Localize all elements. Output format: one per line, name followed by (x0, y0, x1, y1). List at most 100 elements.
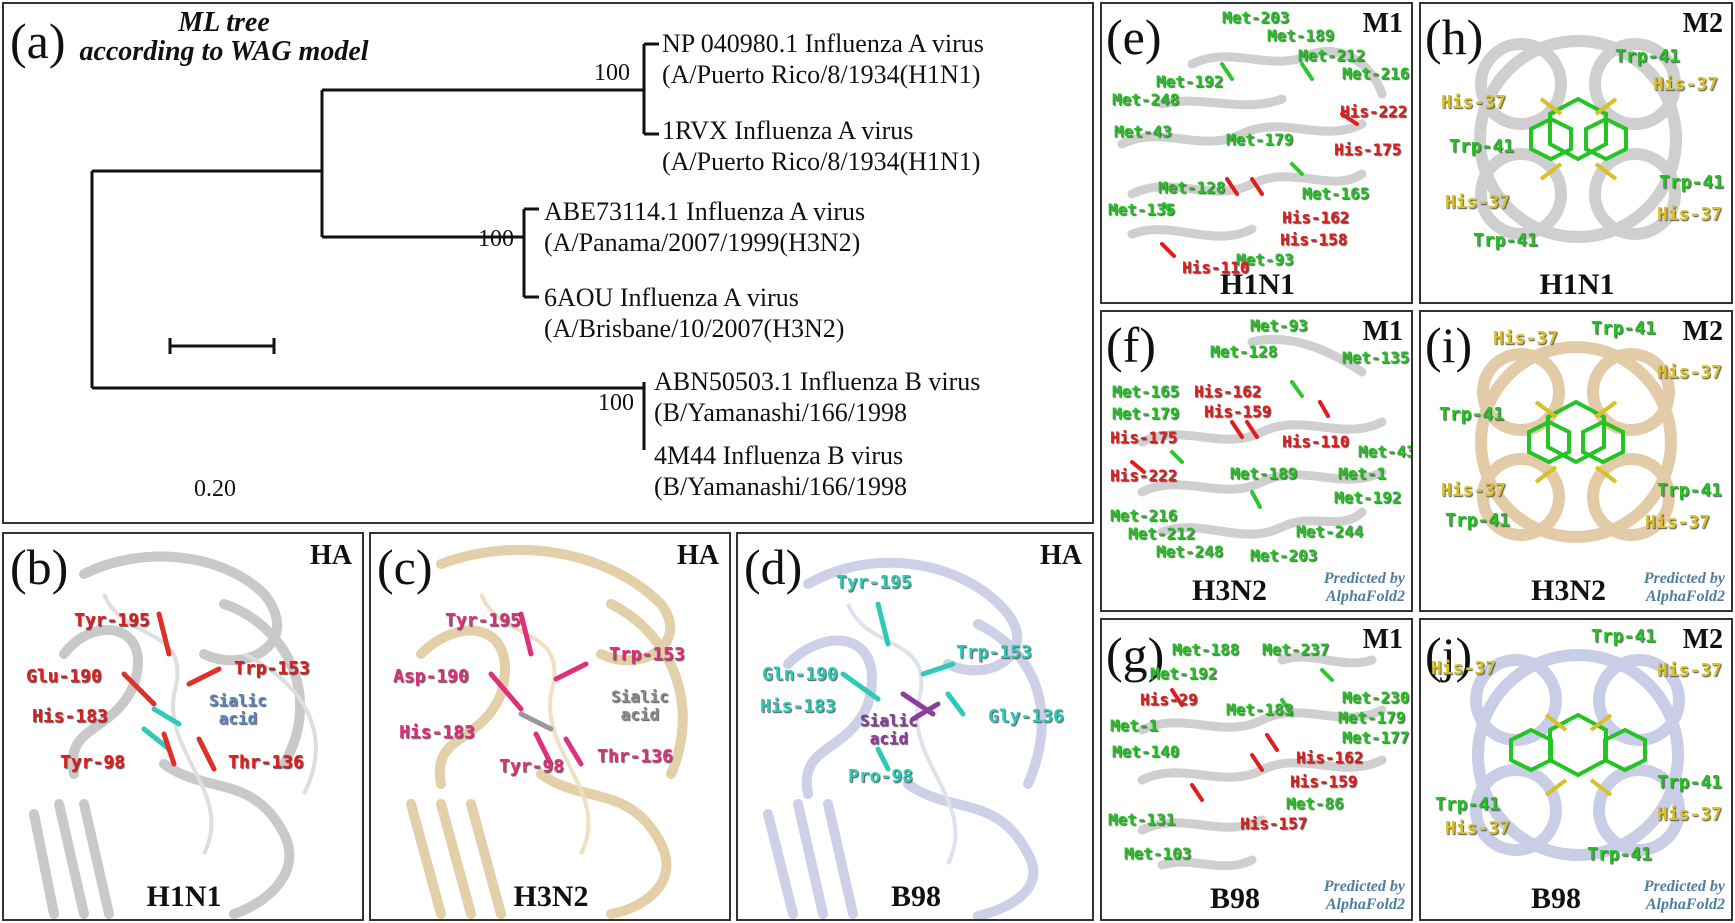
panel-i-predicted-line2: AlphaFold2 (1645, 587, 1725, 605)
panel-h-tag: M2 (1682, 8, 1723, 39)
panel-i-subtitle: H3N2 (1531, 574, 1606, 607)
residue-h-trp41-d: Trp-41 (1473, 230, 1539, 251)
panel-f-label: (f) (1106, 317, 1156, 373)
panel-c-ha-h3n2: (c) HA Tyr-195 Trp-153 Asp-190 His-183 T… (369, 532, 731, 921)
panel-i-label: (i) (1425, 317, 1473, 373)
panel-g-tag: M1 (1362, 624, 1403, 655)
residue-f-his175: His-175 (1110, 428, 1178, 447)
residue-c-asp190: Asp-190 (393, 666, 469, 687)
taxon-3-name: ABE73114.1 Influenza A virus (544, 197, 866, 226)
residue-e-met189: Met-189 (1267, 26, 1335, 45)
tree-title-line1: ML tree (178, 7, 270, 38)
panel-i-m2-h3n2: (i) M2 His-37 Trp-41 His-37 Trp-41 Trp-4… (1419, 310, 1733, 612)
residue-j-his37-a: His-37 (1431, 658, 1497, 679)
residue-g-met1: Met-1 (1110, 716, 1159, 735)
residue-i-his37-b: His-37 (1657, 362, 1723, 383)
panel-b-label: (b) (10, 539, 69, 595)
residue-e-met212: Met-212 (1298, 46, 1366, 65)
taxon-1-strain: (A/Puerto Rico/8/1934(H1N1) (662, 60, 981, 90)
panel-h-label: (h) (1425, 9, 1484, 65)
residue-f-met128: Met-128 (1210, 342, 1278, 361)
ligand-d-line1: Sialic (860, 711, 918, 730)
panel-e-label: (e) (1106, 9, 1162, 65)
panel-c-tag: HA (677, 540, 719, 571)
residue-i-trp41-b: Trp-41 (1439, 404, 1505, 425)
residue-f-met248: Met-248 (1156, 542, 1224, 561)
residue-e-met192: Met-192 (1156, 72, 1224, 91)
ligand-d-line2: acid (869, 728, 909, 748)
ligand-b-line1: Sialic (209, 691, 267, 710)
residue-j-trp41-b: Trp-41 (1657, 772, 1723, 793)
residue-h-trp41-b: Trp-41 (1449, 136, 1515, 157)
residue-i-trp41-d: Trp-41 (1445, 510, 1511, 531)
residue-i-trp41-c: Trp-41 (1657, 480, 1723, 501)
residue-g-met140: Met-140 (1112, 742, 1180, 761)
panel-j-predicted-line1: Predicted by (1643, 878, 1725, 895)
residue-f-met216: Met-216 (1110, 506, 1178, 525)
protein-structure-e (1117, 46, 1387, 258)
panel-j-predicted-line2: AlphaFold2 (1645, 895, 1725, 913)
taxon-4: 6AOU Influenza A virus (A/Brisbane/10/20… (544, 282, 844, 344)
panel-f-tag: M1 (1362, 316, 1403, 347)
residue-g-met237: Met-237 (1262, 640, 1330, 659)
residue-i-his37-a: His-37 (1493, 328, 1559, 349)
ligand-c-line2: acid (620, 704, 660, 724)
residue-f-met179: Met-179 (1112, 404, 1180, 423)
residue-f-met212: Met-212 (1128, 524, 1196, 543)
residue-g-met177: Met-177 (1342, 728, 1410, 747)
residue-h-his37-d: His-37 (1657, 204, 1723, 225)
residue-c-thr136: Thr-136 (597, 746, 673, 767)
panel-b-tag: HA (310, 540, 352, 571)
panel-f-m1-h3n2: (f) M1 Met-93 Met-128 Met-135 Met-165 Hi… (1100, 310, 1413, 612)
residue-c-tyr98: Tyr-98 (499, 756, 565, 777)
channel-structure-j (1470, 649, 1685, 861)
tree-title: ML tree according to WAG model (74, 8, 374, 67)
panel-j-m2-b98: (j) M2 Trp-41 His-37 His-37 Trp-41 Trp-4… (1419, 618, 1733, 921)
channel-structure-i (1475, 341, 1677, 543)
panel-g-predicted-note: Predicted by AlphaFold2 (1324, 878, 1405, 913)
tree-title-line2: according to WAG model (79, 36, 369, 68)
panel-i-predicted-line1: Predicted by (1643, 570, 1725, 587)
panel-e-m1-h1n1: (e) M1 Met-203 Met-189 Met-212 Met-192 M… (1100, 2, 1413, 304)
residue-g-his157: His-157 (1240, 814, 1308, 833)
panel-d-subtitle: B98 (890, 880, 941, 913)
residue-b-his183: His-183 (32, 706, 108, 727)
residue-f-his159: His-159 (1204, 402, 1272, 421)
residue-f-his222: His-222 (1110, 466, 1178, 485)
panel-f-predicted-line2: AlphaFold2 (1325, 587, 1405, 605)
panel-f-subtitle: H3N2 (1192, 574, 1267, 607)
residue-f-his110: His-110 (1282, 432, 1350, 451)
panel-j-predicted-note: Predicted by AlphaFold2 (1644, 878, 1725, 913)
taxon-4-strain: (A/Brisbane/10/2007(H3N2) (544, 314, 845, 344)
panel-f-predicted-note: Predicted by AlphaFold2 (1324, 570, 1405, 605)
residue-e-his175: His-175 (1334, 140, 1402, 159)
panel-i-tag: M2 (1682, 316, 1723, 347)
residue-j-his37-b: His-37 (1657, 660, 1723, 681)
residue-d-tyr195: Tyr-195 (836, 572, 912, 593)
residue-h-trp41-c: Trp-41 (1659, 172, 1725, 193)
ligand-c-sialic-acid: Sialic acid (611, 688, 669, 723)
ligand-b-sialic-acid: Sialic acid (209, 692, 267, 727)
panel-b-ha-h1n1: (b) HA Tyr-195 Glu-190 Trp-153 His-183 T… (2, 532, 364, 921)
bootstrap-h3n2: 100 (478, 226, 514, 252)
residue-f-met189: Met-189 (1230, 464, 1298, 483)
residue-f-his162: His-162 (1194, 382, 1262, 401)
taxon-1-name: NP 040980.1 Influenza A virus (662, 29, 984, 58)
scale-bar-label: 0.20 (194, 476, 236, 502)
residue-h-trp41-a: Trp-41 (1615, 46, 1681, 67)
residue-g-met131: Met-131 (1108, 810, 1176, 829)
panel-g-predicted-line2: AlphaFold2 (1325, 895, 1405, 913)
residue-g-met192: Met-192 (1150, 664, 1218, 683)
panel-d-ha-b98: (d) HA Tyr-195 Trp-153 Gln-190 His-183 G… (736, 532, 1094, 921)
panel-f-predicted-line1: Predicted by (1323, 570, 1405, 587)
residue-d-gln190: Gln-190 (762, 664, 838, 685)
panel-g-label: (g) (1106, 627, 1165, 683)
taxon-1: NP 040980.1 Influenza A virus (A/Puerto … (662, 28, 984, 90)
residue-b-trp153: Trp-153 (234, 658, 310, 679)
taxon-5-strain: (B/Yamanashi/166/1998 (654, 398, 908, 428)
residue-f-met135: Met-135 (1342, 348, 1410, 367)
panel-e-tag: M1 (1362, 8, 1403, 39)
residue-g-his162: His-162 (1296, 748, 1364, 767)
residue-f-met43: Met-43 (1358, 442, 1413, 461)
residue-f-met93: Met-93 (1250, 316, 1308, 335)
